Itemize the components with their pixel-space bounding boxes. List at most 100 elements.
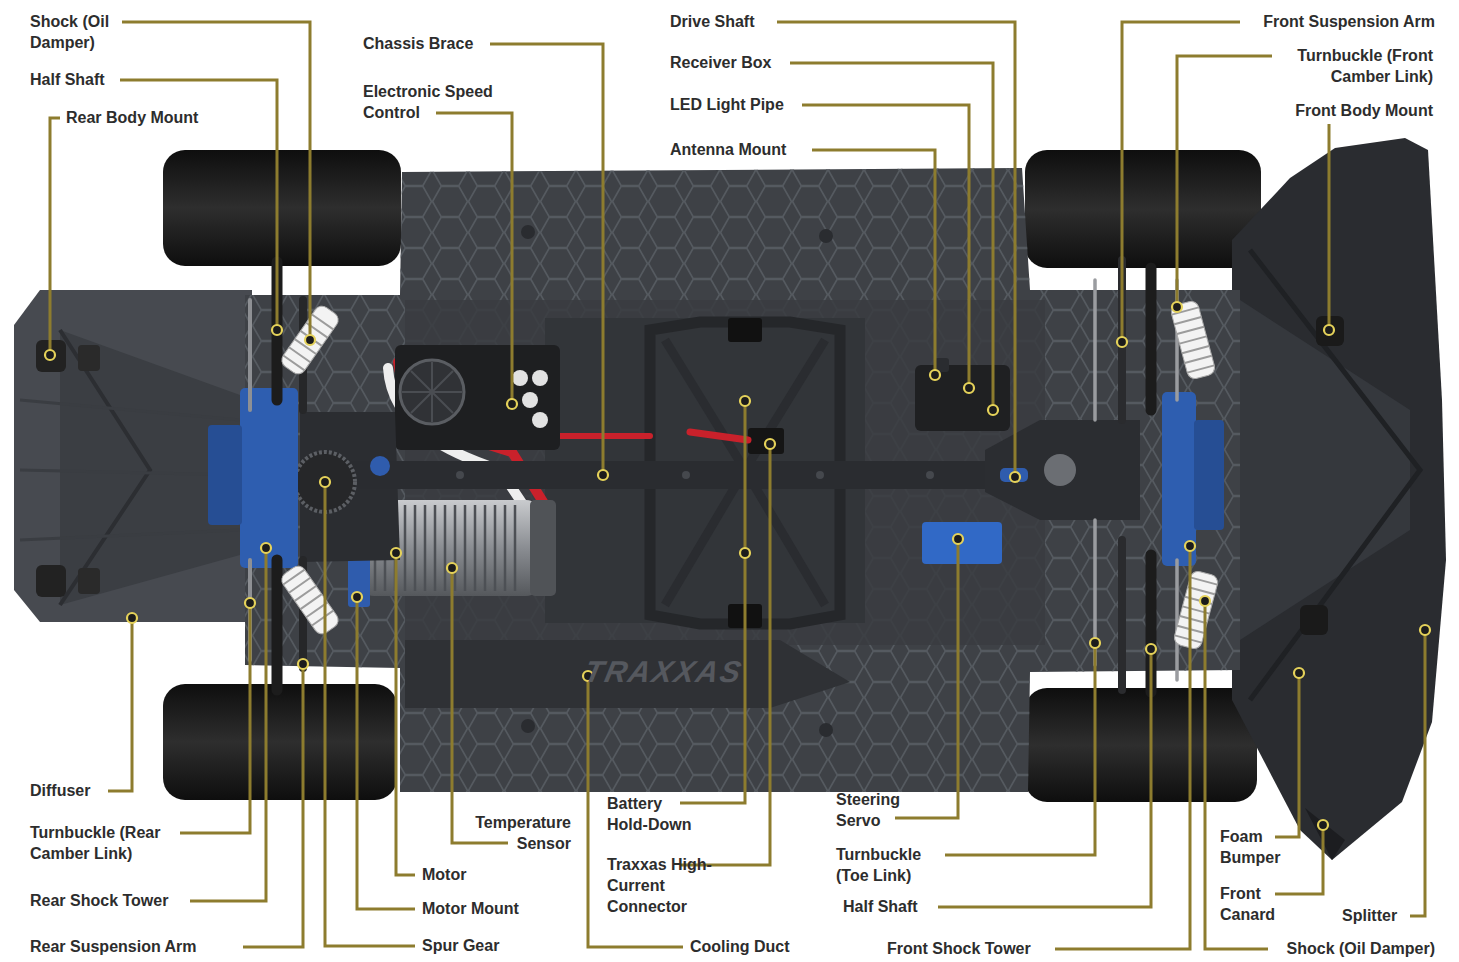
leader-line	[108, 618, 132, 791]
part-label: Foam Bumper	[1220, 826, 1292, 868]
callout-dot	[391, 548, 401, 558]
part-label: Splitter	[1342, 905, 1397, 926]
tire	[163, 684, 397, 800]
part-label: Turnbuckle (Front Camber Link)	[1258, 45, 1433, 87]
part-label: Diffuser	[30, 780, 90, 801]
callout-dot	[45, 350, 55, 360]
shock	[1172, 307, 1215, 372]
leader-line	[50, 22, 1425, 949]
speed-control	[532, 412, 548, 428]
part-label: Cooling Duct	[690, 936, 790, 957]
callout-dot	[1146, 644, 1156, 654]
diffuser	[78, 568, 100, 594]
callout-dot	[447, 563, 457, 573]
leader-line	[790, 63, 993, 410]
part-label: Shock (Oil Damper)	[1287, 938, 1435, 959]
shock	[283, 315, 333, 371]
bulkhead	[208, 425, 242, 525]
callout-dot	[1324, 325, 1334, 335]
callout-dot	[598, 470, 608, 480]
leader-line	[945, 643, 1095, 855]
part-label: Turnbuckle (Toe Link)	[836, 844, 944, 886]
leader-line	[680, 444, 770, 865]
callout-dot	[740, 548, 750, 558]
leader-line	[938, 649, 1151, 907]
speed-control	[400, 360, 464, 424]
splitter	[1232, 138, 1446, 860]
part-label: Electronic Speed Control	[363, 81, 515, 123]
part-label: Front Shock Tower	[887, 938, 1031, 959]
bulkhead	[208, 388, 1224, 568]
steering-servo	[922, 522, 1002, 564]
part-label: LED Light Pipe	[670, 94, 784, 115]
diffuser	[20, 400, 240, 540]
chassis-brace	[370, 456, 390, 476]
splitter	[1300, 605, 1328, 635]
shock	[1170, 300, 1217, 381]
callout-dot	[245, 598, 255, 608]
leader-line	[1122, 22, 1240, 342]
callout-dot	[1200, 596, 1210, 606]
part-label: Steering Servo	[836, 789, 928, 831]
battery-hold-down	[728, 318, 762, 342]
leader-line	[190, 548, 266, 901]
callout-dot	[45, 302, 1430, 830]
part-label: Rear Shock Tower	[30, 890, 168, 911]
chassis-tub	[819, 723, 833, 737]
callout-dot	[298, 659, 308, 669]
callout-dot	[1117, 337, 1127, 347]
chassis-brace	[456, 471, 464, 479]
chassis-brace	[1044, 454, 1076, 486]
leader-line	[50, 118, 60, 355]
leader-line	[1410, 630, 1425, 916]
speed-control	[522, 392, 538, 408]
tire	[163, 150, 401, 266]
leader-line	[436, 113, 512, 404]
callout-dot	[261, 543, 271, 553]
callout-dot	[127, 613, 137, 623]
part-label: Chassis Brace	[363, 33, 473, 54]
shock	[279, 300, 1220, 651]
part-label: Battery Hold-Down	[607, 793, 707, 835]
bulkhead	[1162, 392, 1196, 566]
callout-dot	[930, 370, 940, 380]
part-label: Motor	[422, 864, 466, 885]
shock	[1175, 577, 1218, 642]
callout-dot	[1010, 472, 1020, 482]
leader-line	[777, 22, 1015, 477]
callout-dot	[272, 325, 282, 335]
bulkhead	[1194, 420, 1224, 530]
leader-line	[1275, 673, 1299, 837]
splitter	[1305, 808, 1345, 860]
chassis-tub	[521, 225, 535, 239]
chassis-brace	[682, 471, 690, 479]
callout-dot	[320, 477, 330, 487]
callout-dot	[988, 405, 998, 415]
shock	[279, 563, 342, 637]
callout-dot	[953, 534, 963, 544]
bulkhead	[240, 388, 298, 568]
callout-dot	[507, 399, 517, 409]
callout-dot	[352, 592, 362, 602]
callout-dot	[1185, 541, 1195, 551]
chassis-tub	[521, 719, 535, 733]
diffuser	[78, 345, 100, 371]
part-label: Turnbuckle (Rear Camber Link)	[30, 822, 195, 864]
leader-line	[1055, 546, 1190, 949]
speed-control	[395, 345, 560, 450]
leader-line	[180, 603, 250, 833]
diffuser	[60, 330, 150, 605]
chassis-brace	[926, 471, 934, 479]
part-label: Front Canard	[1220, 883, 1292, 925]
leader-line	[122, 22, 310, 340]
power-wire	[690, 432, 748, 440]
leader-line	[490, 44, 603, 475]
shock	[1170, 300, 1217, 381]
part-label: Spur Gear	[422, 935, 499, 956]
part-label: Rear Suspension Arm	[30, 936, 197, 957]
leader-line	[802, 105, 969, 388]
leader-line	[452, 568, 508, 843]
shock	[279, 563, 342, 637]
part-label: Temperature Sensor	[453, 812, 571, 854]
